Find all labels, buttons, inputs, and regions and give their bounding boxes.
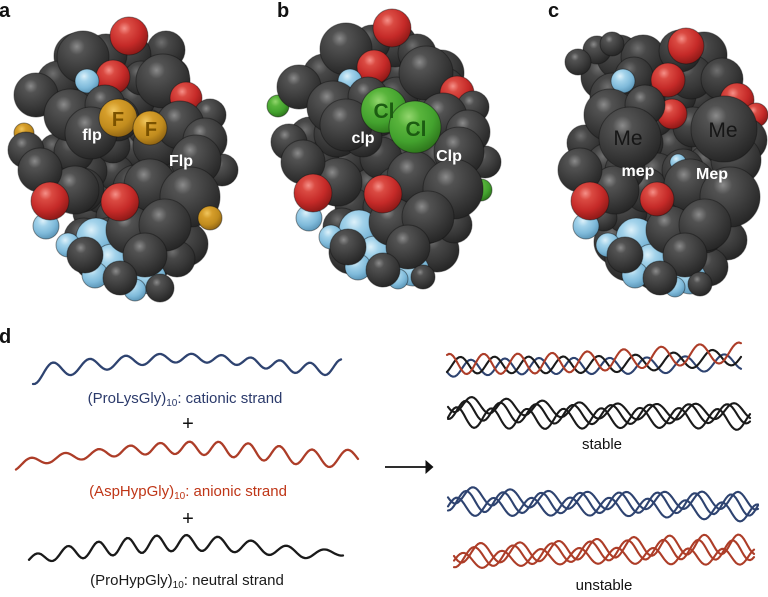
svg-text:+: +	[182, 508, 194, 530]
svg-text:b: b	[277, 0, 289, 22]
svg-text:Cl: Cl	[374, 100, 395, 123]
svg-text:Clp: Clp	[436, 148, 462, 165]
svg-text:clp: clp	[351, 130, 374, 147]
svg-text:Me: Me	[613, 127, 642, 150]
svg-text:(AspHypGly)10: anionic strand: (AspHypGly)10: anionic strand	[89, 483, 287, 502]
svg-text:unstable: unstable	[576, 577, 633, 594]
svg-text:c: c	[548, 0, 559, 22]
svg-text:flp: flp	[82, 127, 102, 144]
svg-text:Flp: Flp	[169, 153, 193, 170]
svg-text:Mep: Mep	[696, 166, 728, 183]
svg-text:F: F	[145, 119, 157, 141]
svg-text:+: +	[182, 413, 194, 435]
svg-text:stable: stable	[582, 436, 622, 453]
svg-text:d: d	[0, 326, 11, 348]
svg-text:(ProLysGly)10: cationic strand: (ProLysGly)10: cationic strand	[88, 390, 283, 409]
svg-text:a: a	[0, 0, 11, 22]
svg-text:F: F	[112, 109, 124, 131]
svg-text:(ProHypGly)10: neutral strand: (ProHypGly)10: neutral strand	[90, 572, 284, 591]
svg-text:Me: Me	[708, 119, 737, 142]
svg-text:mep: mep	[622, 163, 655, 180]
svg-text:Cl: Cl	[406, 118, 427, 141]
